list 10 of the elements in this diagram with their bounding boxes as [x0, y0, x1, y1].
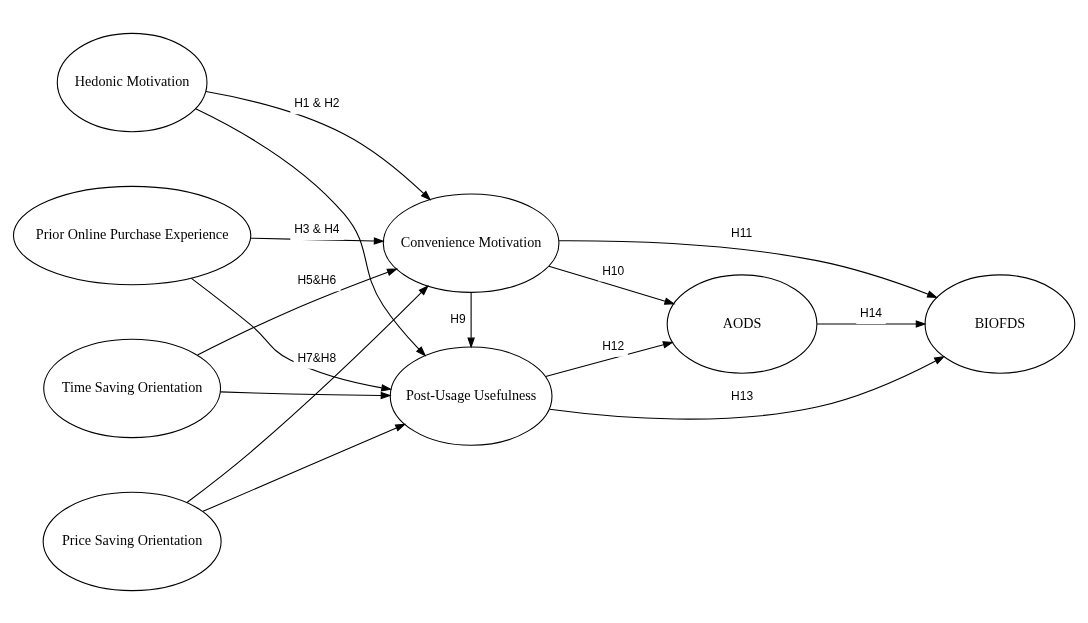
- edge-label: H1 & H2: [294, 95, 340, 110]
- edge-label: H5&H6: [297, 272, 337, 287]
- edge-label: H7&H8: [297, 350, 337, 365]
- edge-label: H9: [450, 311, 466, 326]
- edge-label: H3 & H4: [294, 221, 340, 236]
- edge-label: H11: [731, 225, 753, 240]
- edge-label: H10: [602, 263, 625, 278]
- edge-label: H13: [731, 388, 754, 403]
- edge-label: H14: [860, 305, 883, 320]
- edge-label: H12: [602, 338, 625, 353]
